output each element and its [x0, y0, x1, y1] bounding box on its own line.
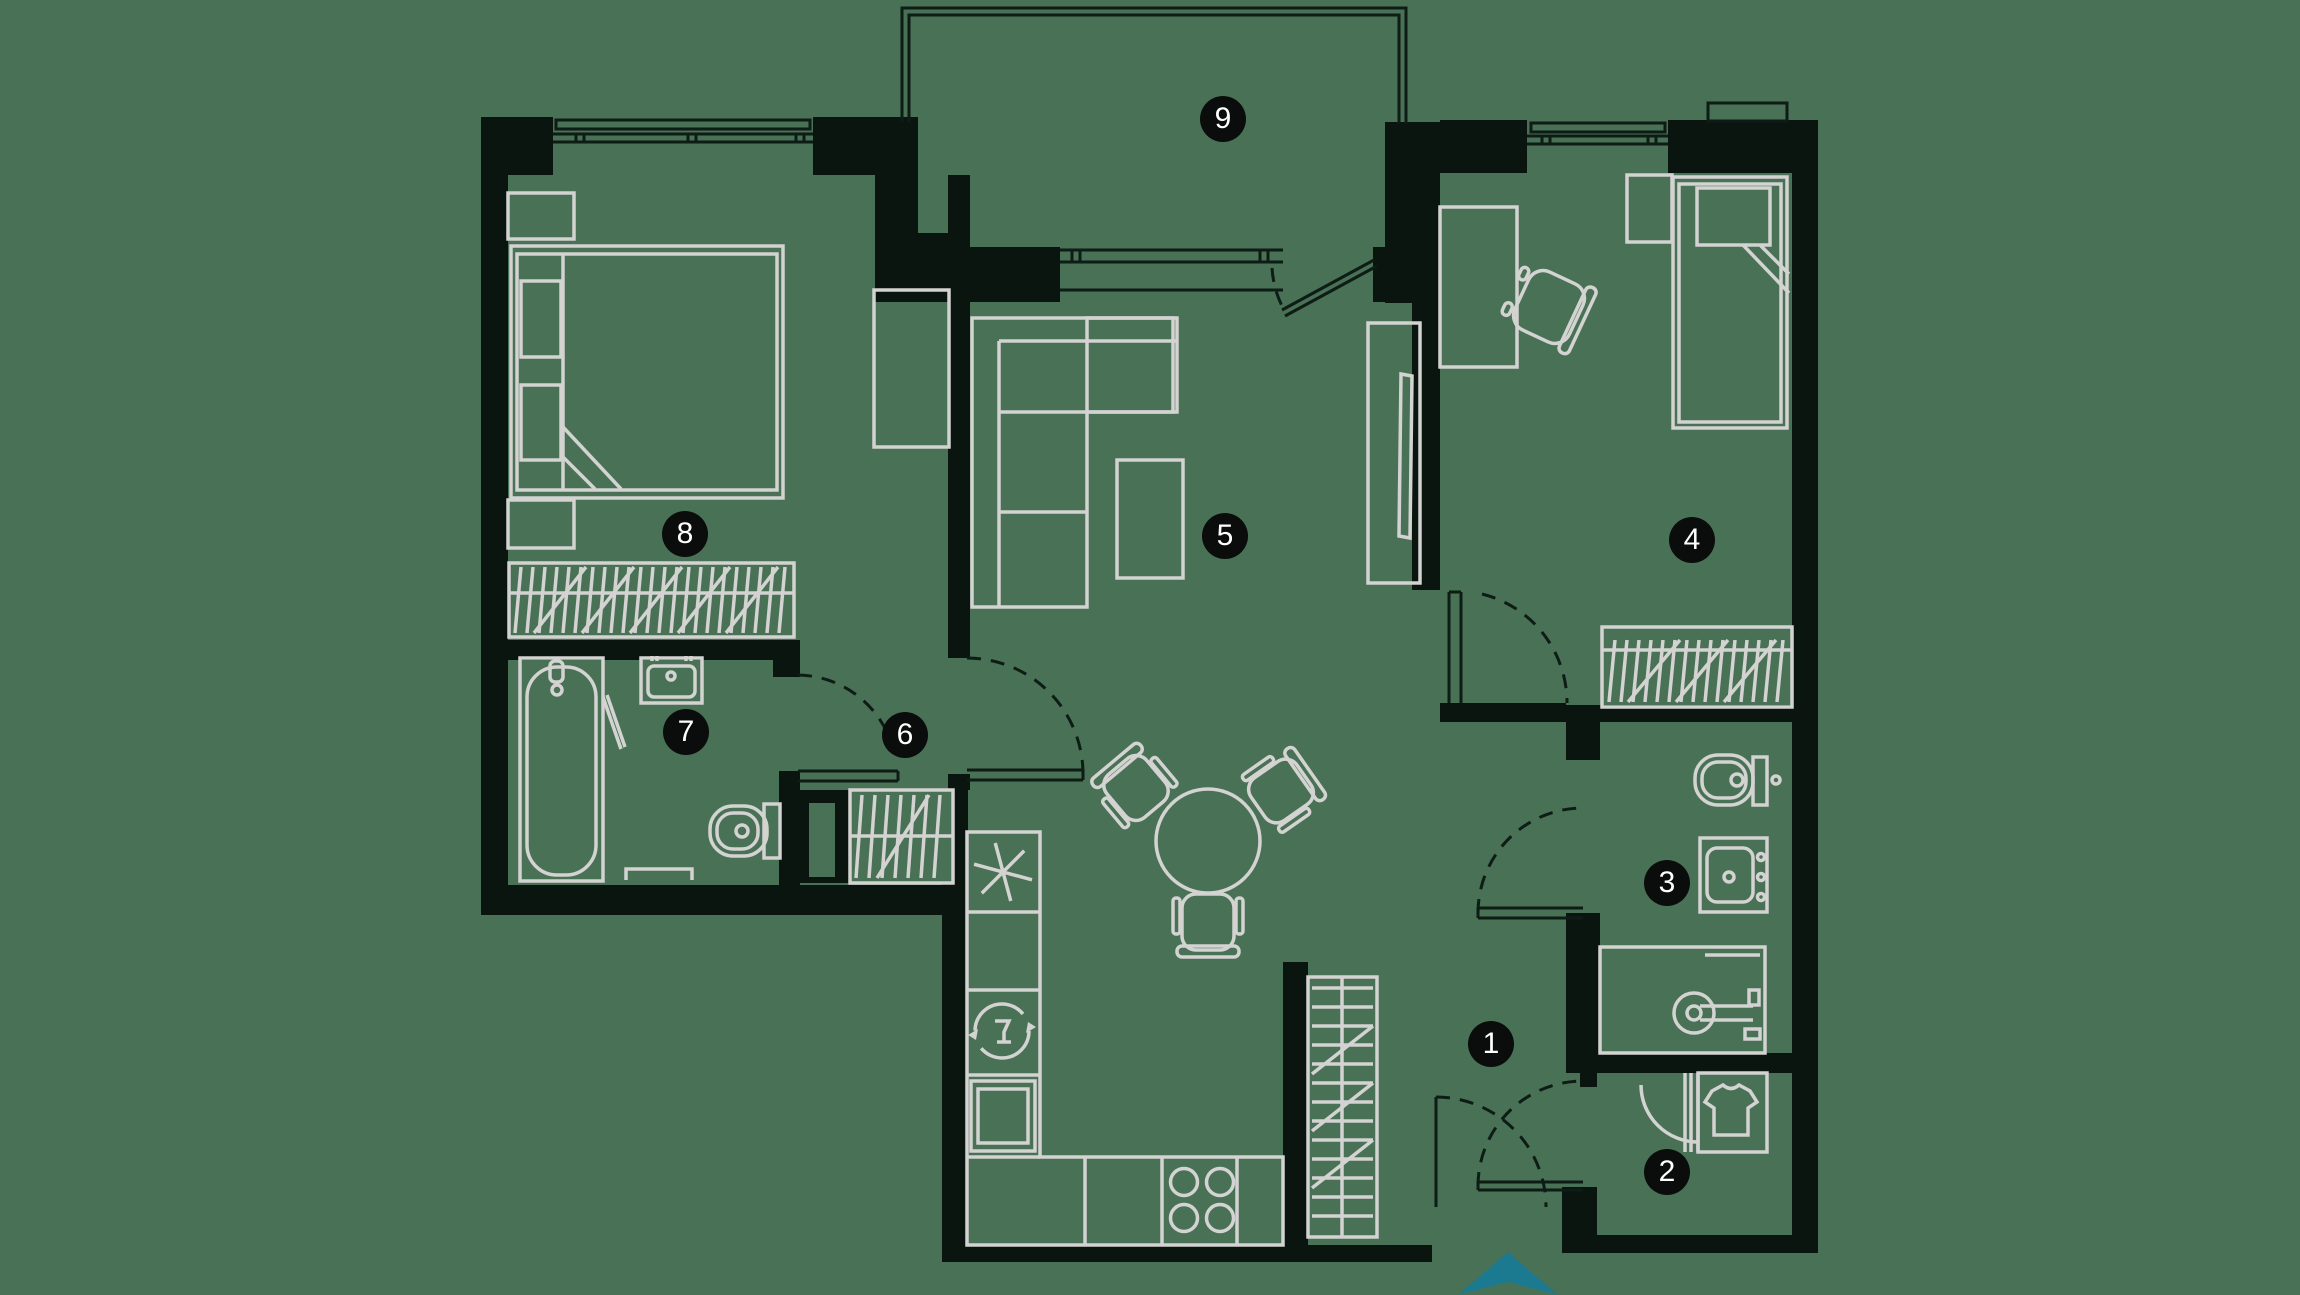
- sink: [639, 656, 704, 705]
- balcony-railing: [900, 6, 1408, 124]
- bed-single: [1671, 175, 1791, 430]
- entry-door: [1434, 1079, 1584, 1208]
- coffee-table: [1115, 458, 1185, 580]
- stove-burners: [1168, 1166, 1236, 1234]
- room-badge-1: 1: [1468, 1021, 1514, 1067]
- nightstand: [506, 191, 576, 241]
- corner-sofa: [970, 316, 1179, 609]
- room-badge-7: 7: [663, 709, 709, 755]
- bed-double: [509, 244, 785, 500]
- desk: [1438, 205, 1519, 369]
- kitchen-counter: [965, 830, 1285, 1247]
- entrance-arrow-icon: [1458, 1252, 1558, 1295]
- kitchen-sink: [969, 1079, 1037, 1153]
- tv-cabinet: [1366, 321, 1422, 585]
- dishwasher-icon: [968, 1002, 1036, 1060]
- wardrobe-hatch: [507, 561, 796, 639]
- room-badge-9: 9: [1200, 96, 1246, 142]
- towel-radiator: [624, 867, 694, 880]
- dresser: [872, 288, 951, 449]
- shirt-icon: [1702, 1082, 1760, 1137]
- hall-door: [966, 656, 1085, 782]
- room-badge-6: 6: [882, 712, 928, 758]
- closet-wardrobe: [1639, 1071, 1769, 1154]
- toilet: [708, 802, 782, 860]
- nightstand: [506, 498, 576, 550]
- livingroom-window: [1060, 248, 1283, 292]
- cabinet: [1625, 173, 1674, 244]
- bedroom2-window: [1527, 121, 1668, 146]
- room-badge-2: 2: [1644, 1149, 1690, 1195]
- wardrobe2-hatch: [1600, 625, 1794, 709]
- bedroom-window: [553, 118, 813, 144]
- ac-unit: [1706, 101, 1789, 123]
- dining-chair: [1240, 745, 1328, 835]
- office-chair: [1500, 265, 1598, 356]
- dining-chair: [1171, 892, 1245, 959]
- bathtub: [518, 656, 627, 883]
- shower: [1598, 945, 1767, 1055]
- dining-chair: [1090, 741, 1179, 830]
- hall-closet-hatch: [848, 788, 955, 885]
- room-badge-4: 4: [1669, 517, 1715, 563]
- duct-niche: [809, 803, 835, 877]
- room-badge-3: 3: [1644, 860, 1690, 906]
- hallway-wardrobe-hatch: [1306, 975, 1379, 1239]
- bedroom2-door: [1447, 590, 1569, 704]
- walls: [481, 117, 1818, 1262]
- sink: [1698, 836, 1769, 914]
- balcony-door: [1270, 258, 1378, 318]
- dining-table: [1154, 787, 1262, 895]
- room-badge-5: 5: [1202, 513, 1248, 559]
- room-badge-8: 8: [662, 511, 708, 557]
- bathroom2-door: [1476, 806, 1584, 920]
- toilet: [1693, 753, 1782, 807]
- fridge-icon: [973, 842, 1033, 902]
